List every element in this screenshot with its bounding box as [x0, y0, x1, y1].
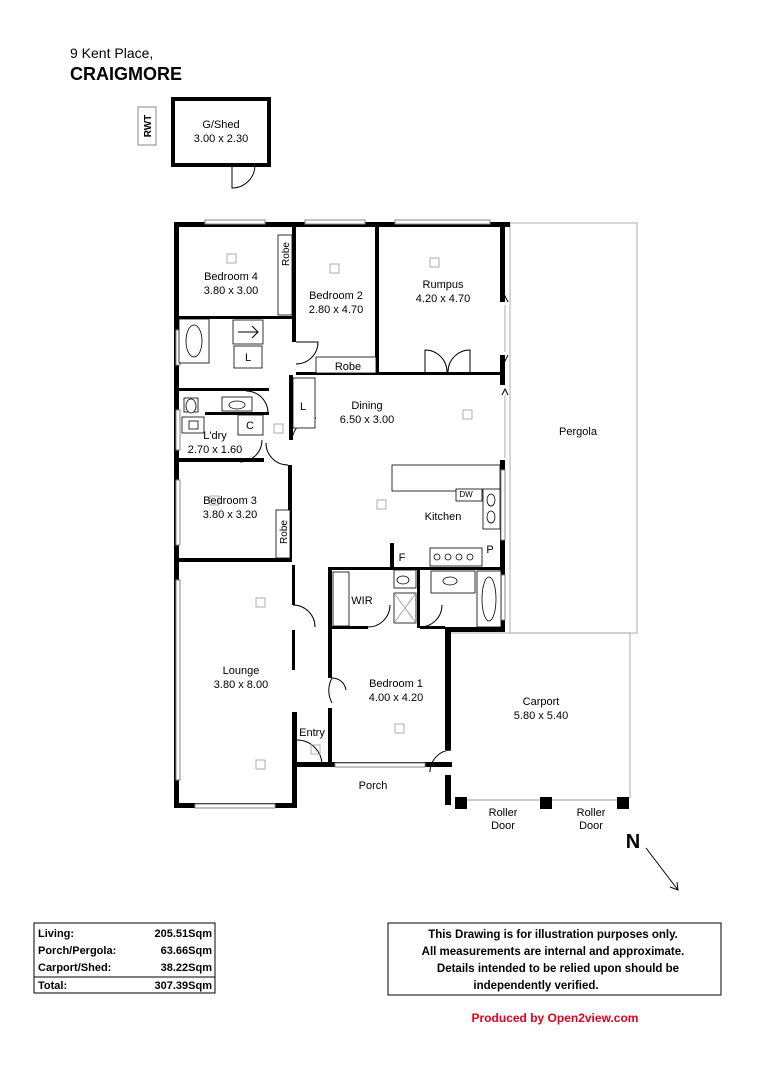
- bedroom3-name: Bedroom 3: [203, 495, 257, 507]
- kitchen-label: Kitchen: [425, 511, 462, 523]
- windows: [175, 219, 506, 809]
- carport-dims: 5.80 x 5.40: [514, 710, 568, 722]
- entry-label: Entry: [299, 727, 325, 739]
- lounge-dims: 3.80 x 8.00: [214, 679, 268, 691]
- disclaimer-line-2: All measurements are internal and approx…: [422, 946, 685, 958]
- area-label-total: Total:: [38, 980, 67, 992]
- dining-dims: 6.50 x 3.00: [340, 414, 394, 426]
- cupboard-label: C: [246, 420, 254, 432]
- bedroom2-name: Bedroom 2: [309, 290, 363, 302]
- address-line: 9 Kent Place,: [70, 45, 153, 61]
- robe-bedroom3: Robe: [279, 520, 290, 544]
- lounge-name: Lounge: [223, 665, 260, 677]
- interior-walls: [179, 222, 500, 763]
- area-label-porch: Porch/Pergola:: [38, 945, 116, 957]
- pergola-label: Pergola: [559, 426, 598, 438]
- roller-door-1-line2: Door: [491, 820, 515, 832]
- carport-outline: [450, 632, 631, 798]
- roller-door-2-line2: Door: [579, 820, 603, 832]
- porch-label: Porch: [359, 780, 388, 792]
- bedroom1-dims: 4.00 x 4.20: [369, 692, 423, 704]
- linen2-label: L: [300, 401, 306, 413]
- dining-name: Dining: [351, 400, 382, 412]
- rainwater-tank: [137, 106, 157, 146]
- rwt-label: RWT: [143, 115, 154, 138]
- rumpus-dims: 4.20 x 4.70: [416, 293, 470, 305]
- disclaimer-line-3: Details intended to be relied upon shoul…: [437, 963, 679, 975]
- ceiling-lights: [209, 253, 473, 770]
- area-value-porch: 63.66Sqm: [161, 945, 213, 957]
- north-arrow: N: [626, 831, 679, 891]
- fixtures: [178, 234, 502, 628]
- arrow-head-icon: [669, 881, 679, 891]
- robe-bedroom2: Robe: [335, 361, 361, 373]
- disclaimer-box: This Drawing is for illustration purpose…: [387, 922, 722, 996]
- dishwasher-label: DW: [459, 490, 473, 499]
- fridge-label: F: [399, 552, 406, 564]
- wir-label: WIR: [351, 595, 372, 607]
- carport-name: Carport: [523, 696, 560, 708]
- laundry-dims: 2.70 x 1.60: [188, 444, 242, 456]
- pergola-outline: [509, 222, 638, 634]
- bedroom4-dims: 3.80 x 3.00: [204, 285, 258, 297]
- area-value-carport: 38.22Sqm: [161, 962, 213, 974]
- shed-name: G/Shed: [202, 119, 239, 131]
- rumpus-name: Rumpus: [423, 279, 464, 291]
- roller-door-1-line1: Roller: [489, 807, 518, 819]
- roller-door-2-line1: Roller: [577, 807, 606, 819]
- garden-shed: G/Shed 3.00 x 2.30: [171, 97, 271, 189]
- linen1-label: L: [245, 352, 251, 364]
- disclaimer-line-4: independently verified.: [473, 980, 598, 992]
- pantry-label: P: [486, 544, 493, 556]
- area-value-living: 205.51Sqm: [155, 928, 213, 940]
- area-label-carport: Carport/Shed:: [38, 962, 111, 974]
- produced-by-credit: Produced by Open2view.com: [472, 1011, 639, 1025]
- robe-bedroom4: Robe: [281, 242, 292, 266]
- area-table: Living: 205.51Sqm Porch/Pergola: 63.66Sq…: [33, 922, 216, 994]
- doors: [239, 294, 509, 773]
- shed-dims: 3.00 x 2.30: [194, 133, 248, 145]
- bedroom4-name: Bedroom 4: [204, 271, 258, 283]
- bedroom2-dims: 2.80 x 4.70: [309, 304, 363, 316]
- bedroom3-dims: 3.80 x 3.20: [203, 509, 257, 521]
- area-label-living: Living:: [38, 928, 74, 940]
- north-label: N: [626, 831, 640, 853]
- disclaimer-line-1: This Drawing is for illustration purpose…: [428, 929, 678, 941]
- bedroom1-name: Bedroom 1: [369, 678, 423, 690]
- suburb-title: CRAIGMORE: [70, 64, 182, 84]
- laundry-name: L'dry: [203, 430, 227, 442]
- area-value-total: 307.39Sqm: [155, 980, 213, 992]
